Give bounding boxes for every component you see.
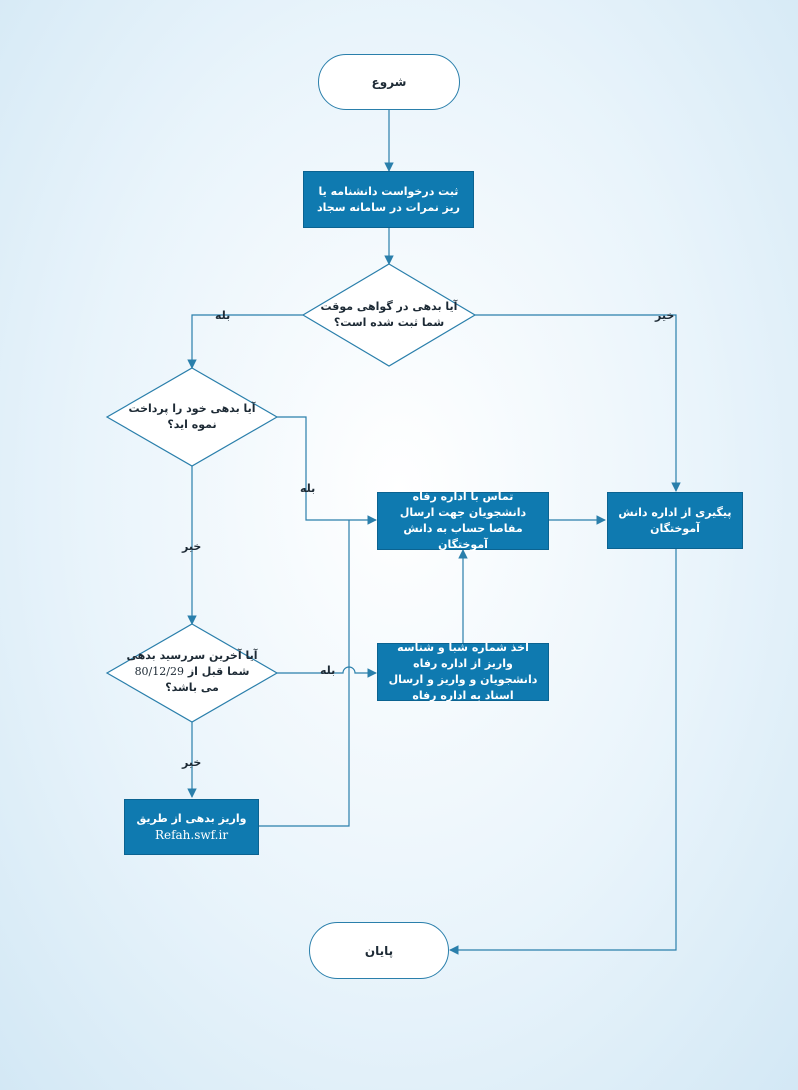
decision-debt-paid-text: آیا بدهی خود را پرداخت نموه اید؟ (120, 401, 264, 433)
end-label: پایان (364, 943, 394, 958)
end-terminal: پایان (309, 922, 449, 979)
follow-up-box: پیگیری از اداره دانش آموختگان (607, 492, 743, 549)
pay-online-box: واریز بدهی از طریق Refah.swf.ir (124, 799, 259, 855)
decision-due-date-shape (105, 623, 279, 723)
connector-pay-to-contact (259, 520, 350, 827)
decision-debt-registered-text: آیا بدهی در گواهی موقت شما ثبت شده است؟ (318, 299, 460, 331)
decision-due-date-text: آیا آخرین سررسید بدهی شما قبل از 80/12/2… (122, 648, 262, 696)
decision-debt-registered-label: آیا بدهی در گواهی موقت شما ثبت شده است؟ (320, 300, 458, 329)
decision-debt-paid-label: آیا بدهی خود را پرداخت نموه اید؟ (128, 402, 256, 431)
get-sheba-box: اخذ شماره شبا و شناسه واریز از اداره رفا… (377, 641, 549, 702)
connector-followup-to-end (449, 549, 677, 955)
connector-decision2-yes (277, 416, 377, 525)
contact-welfare-label: تماس با اداره رفاه دانشجویان جهت ارسال م… (399, 490, 527, 551)
decision-due-date-prefix: شما قبل از (187, 665, 250, 678)
connector-decision1-yes (187, 314, 303, 369)
start-label: شروع (371, 75, 407, 89)
edge-label-no-2: خیر (182, 540, 202, 553)
edge-label-yes-1: بله (215, 309, 231, 322)
edge-label-no-3: خیر (182, 756, 202, 769)
follow-up-label: پیگیری از اداره دانش آموختگان (618, 505, 732, 535)
edge-label-yes-3: بله (320, 664, 336, 677)
pay-online-label: واریز بدهی از طریق (136, 812, 247, 825)
pay-online-url: Refah.swf.ir (154, 828, 229, 842)
get-sheba-label: اخذ شماره شبا و شناسه واریز از اداره رفا… (388, 641, 538, 702)
edge-label-yes-2: بله (300, 482, 316, 495)
decision-debt-registered-shape (301, 263, 477, 367)
decision-due-date-line2: شما قبل از 80/12/29 (122, 664, 262, 680)
register-request-box: ثبت درخواست دانشنامه یا ریز نمرات در سام… (303, 171, 474, 228)
decision-debt-paid-shape (105, 367, 279, 467)
decision-due-date-line1: آیا آخرین سررسید بدهی (126, 649, 258, 662)
register-request-label: ثبت درخواست دانشنامه یا ریز نمرات در سام… (317, 184, 460, 214)
start-terminal: شروع (318, 54, 460, 110)
decision-due-date-date: 80/12/29 (134, 665, 184, 678)
contact-welfare-box: تماس با اداره رفاه دانشجویان جهت ارسال م… (377, 490, 549, 551)
connector-decision1-no (475, 314, 681, 492)
decision-due-date-line3: می باشد؟ (165, 681, 219, 694)
edge-label-no-1: خیر (655, 309, 675, 322)
